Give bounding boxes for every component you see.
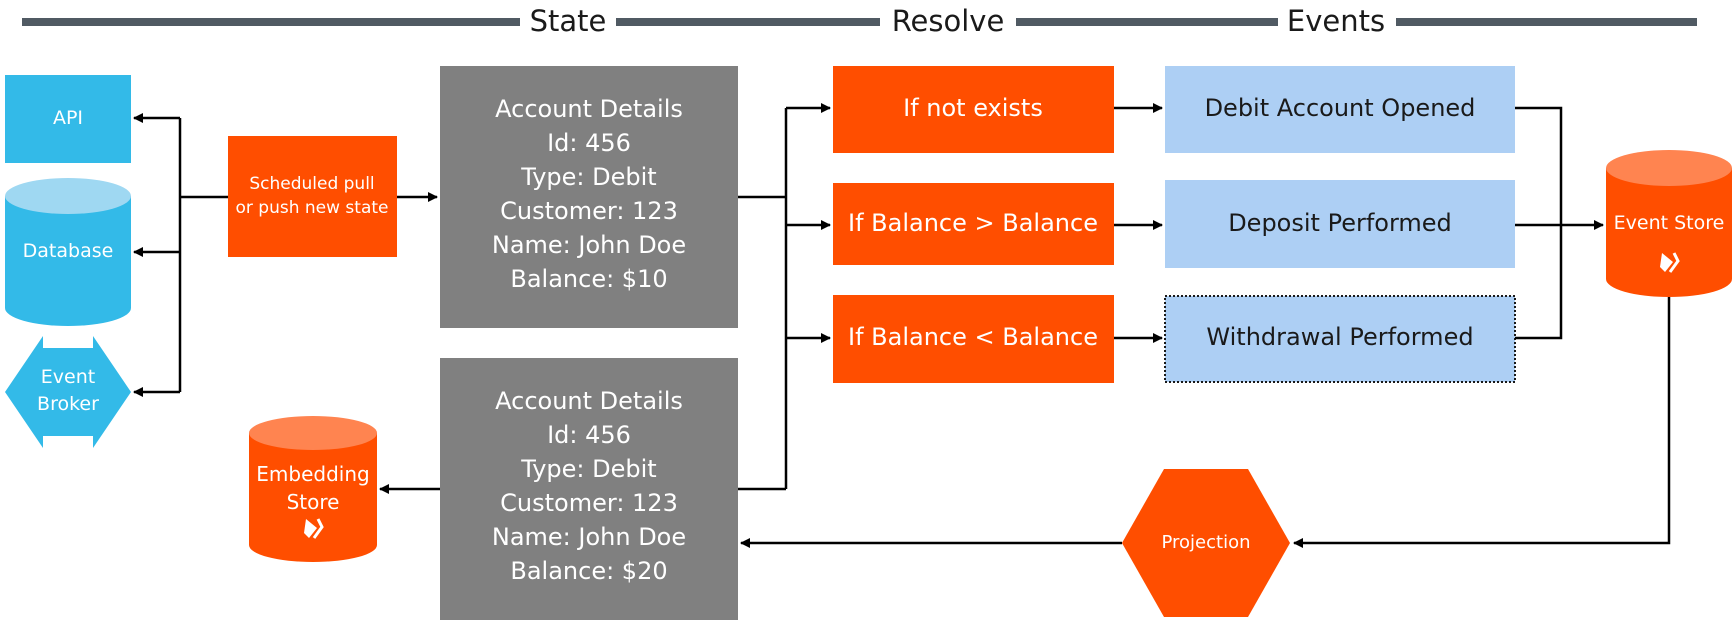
- source-connectors: [133, 113, 228, 397]
- state-projected-balance: Balance: $20: [510, 557, 667, 585]
- database-node: Database: [5, 178, 131, 326]
- header-resolve-label: Resolve: [892, 4, 1005, 38]
- event-store-connectors: [1515, 106, 1604, 340]
- event1-label: Debit Account Opened: [1205, 94, 1476, 122]
- rule1-label: If not exists: [903, 94, 1043, 122]
- api-label: API: [53, 107, 83, 129]
- event-deposit-performed: Deposit Performed: [1165, 180, 1515, 268]
- projection-label: Projection: [1161, 532, 1250, 553]
- state-projected-type: Type: Debit: [520, 455, 656, 483]
- database-cylinder-top: [5, 178, 131, 214]
- state-projected-title: Account Details: [495, 387, 683, 415]
- database-label: Database: [23, 240, 114, 262]
- event3-label: Withdrawal Performed: [1206, 323, 1473, 351]
- embedding-store-label-line2: Store: [287, 490, 340, 514]
- embedding-store-logo-icon: [304, 518, 324, 539]
- header-state-label: State: [530, 4, 607, 38]
- state-current-customer: Customer: 123: [500, 197, 678, 225]
- rule-event-connectors: [1114, 103, 1163, 343]
- state-projected-box: Account Details Id: 456 Type: Debit Cust…: [440, 358, 738, 620]
- state-current-name: Name: John Doe: [492, 231, 686, 259]
- event-store-label: Event Store: [1614, 212, 1725, 234]
- event-debit-account-opened: Debit Account Opened: [1165, 66, 1515, 153]
- resolve-connectors: [738, 103, 831, 491]
- state-projected-name: Name: John Doe: [492, 523, 686, 551]
- rule3-label: If Balance < Balance: [848, 323, 1098, 351]
- state-current-balance: Balance: $10: [510, 265, 667, 293]
- scheduler-node: Scheduled pull or push new state: [228, 136, 397, 257]
- scheduler-label-line2: or push new state: [236, 198, 389, 218]
- state-current-type: Type: Debit: [520, 163, 656, 191]
- api-node: API: [5, 75, 131, 163]
- resolve-rule-not-exists: If not exists: [833, 66, 1114, 153]
- rule2-label: If Balance > Balance: [848, 209, 1098, 237]
- event-store-cylinder-top: [1606, 150, 1732, 186]
- header-events-label: Events: [1287, 4, 1385, 38]
- state-current-box: Account Details Id: 456 Type: Debit Cust…: [440, 66, 738, 328]
- event-store-node: Event Store: [1606, 150, 1732, 297]
- event-broker-label-line2: Broker: [37, 393, 99, 415]
- embedding-store-label-line1: Embedding: [256, 462, 369, 486]
- projection-node: Projection: [1122, 469, 1290, 617]
- resolve-rule-balance-greater: If Balance > Balance: [833, 183, 1114, 265]
- event-store-logo-icon: [1660, 252, 1680, 273]
- resolve-rule-balance-less: If Balance < Balance: [833, 295, 1114, 383]
- arrow-event-store-to-projection: [1293, 297, 1671, 548]
- state-projected-id: Id: 456: [547, 421, 631, 449]
- event-broker-label-line1: Event: [41, 366, 95, 388]
- state-projected-customer: Customer: 123: [500, 489, 678, 517]
- embedding-store-node: Embedding Store: [249, 416, 377, 562]
- state-current-id: Id: 456: [547, 129, 631, 157]
- scheduler-label-line1: Scheduled pull: [249, 174, 374, 194]
- event-broker-node: Event Broker: [5, 336, 131, 448]
- event-withdrawal-performed: Withdrawal Performed: [1164, 295, 1516, 383]
- state-current-title: Account Details: [495, 95, 683, 123]
- embedding-store-cylinder-top: [249, 416, 377, 450]
- header-bar: State Resolve Events: [22, 4, 1697, 38]
- event2-label: Deposit Performed: [1228, 209, 1452, 237]
